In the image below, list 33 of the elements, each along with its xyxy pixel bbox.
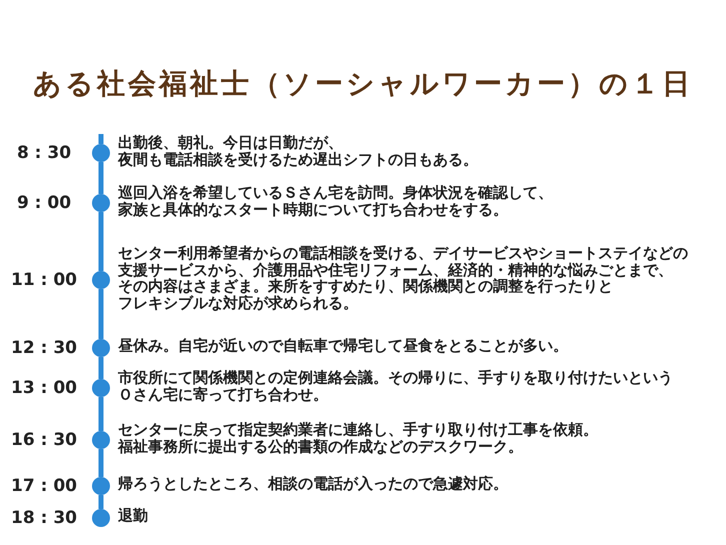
timeline-dot: [92, 477, 110, 495]
timeline-line: [98, 357, 104, 379]
timeline-line: [98, 212, 104, 271]
time-label: 11 : 00: [11, 270, 77, 290]
time-label: 13 : 00: [11, 378, 77, 398]
timeline-dot: [92, 509, 110, 527]
timeline-line: [98, 449, 104, 477]
event-description: 出勤後、朝礼。今日は日勤だが、夜間も電話相談を受けるため遅出シフトの日もある。: [118, 134, 478, 168]
timeline-line: [98, 162, 104, 194]
event-description: センター利用希望者からの電話相談を受ける、デイサービスやショートステイなどの支援サービスから、介護用品や住宅リフォーム、経済的・精神的な悩みごとまで、その内容はさまざま。来所をすすめたり、関係機関との調整を行ったりとフレキシブルな対応が求められる。: [118, 244, 688, 312]
timeline-line: [98, 397, 104, 431]
timeline-dot: [92, 271, 110, 289]
event-description: 昼休み。自宅が近いので自転車で帰宅して昼食をとることが多い。: [118, 338, 568, 354]
diagram-title: ある社会福祉士（ソーシャルワーカー）の１日: [33, 66, 693, 102]
time-label: 16 : 30: [11, 430, 77, 450]
time-label: 8 : 30: [16, 143, 72, 163]
event-description: 市役所にて関係機関との定例連絡会議。その帰りに、手すりを取り付けたいというＯさん宅に寄って打ち合わせ。: [118, 369, 673, 403]
timeline-line: [98, 134, 104, 144]
timeline-line: [98, 289, 104, 339]
timeline-dot: [92, 379, 110, 397]
timeline-dot: [92, 339, 110, 357]
event-description: センターに戻って指定契約業者に連絡し、手すり取り付け工事を依頼。福祉事務所に提出する公的書類の作成などのデスクワーク。: [118, 421, 598, 455]
timeline-dot: [92, 194, 110, 212]
timeline-dot: [92, 431, 110, 449]
event-description: 巡回入浴を希望しているＳさん宅を訪問。身体状況を確認して、家族と具体的なスタート時期について打ち合わせをする。: [118, 184, 553, 218]
event-description: 退勤: [118, 508, 148, 524]
time-label: 12 : 30: [11, 338, 77, 358]
time-label: 9 : 00: [16, 193, 72, 213]
timeline-line: [98, 495, 104, 509]
time-label: 18 : 30: [11, 508, 77, 528]
time-label: 17 : 00: [11, 476, 77, 496]
event-description: 帰ろうとしたところ、相談の電話が入ったので急遽対応。: [118, 476, 508, 492]
timeline-dot: [92, 144, 110, 162]
